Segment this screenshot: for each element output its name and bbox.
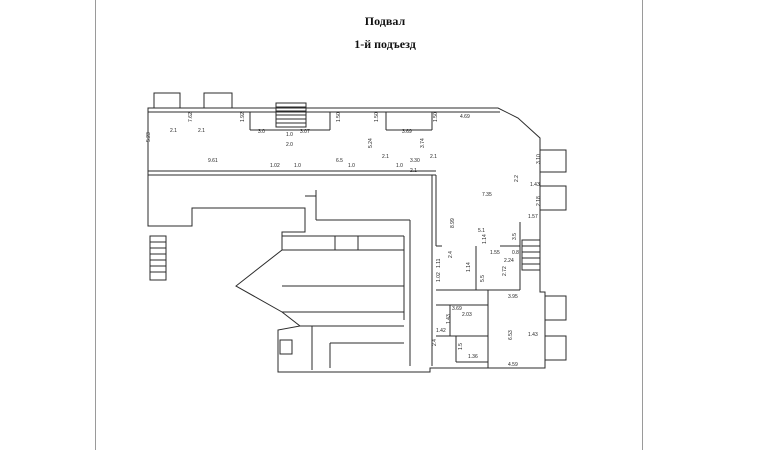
dim-label: 6.53 — [508, 330, 514, 340]
dim-label: 2.1 — [170, 128, 177, 134]
dim-label: 3.5 — [512, 233, 518, 240]
dim-label: 1.43 — [446, 314, 452, 324]
dim-label: 2.03 — [462, 312, 472, 318]
dim-label: 1.42 — [436, 328, 446, 334]
dim-label: 7.35 — [482, 192, 492, 198]
dim-label: 1.92 — [240, 112, 246, 122]
window-bay-2 — [203, 92, 233, 108]
dim-label: 5.5 — [480, 275, 486, 282]
plan-walls — [147, 92, 567, 373]
dim-label: 3.69 — [452, 306, 462, 312]
page-title: Подвал — [364, 14, 406, 28]
dim-label: 0.8 — [512, 250, 519, 256]
dim-label: 2.1 — [430, 154, 437, 160]
dim-label: 2.2 — [514, 175, 520, 182]
window-bay-4 — [540, 185, 567, 211]
dimension-labels: 5.23 7.62 2.1 1.92 3.0 1.0 2.0 3.07 1.50… — [146, 112, 542, 368]
dim-label: 1.14 — [482, 234, 488, 244]
dim-label: 4.69 — [460, 114, 470, 120]
dim-label: 1.5 — [458, 343, 464, 350]
dim-label: 2.72 — [502, 266, 508, 276]
dim-label: 8.99 — [450, 218, 456, 228]
dim-label: 1.43 — [530, 182, 540, 188]
dim-label: 6.5 — [336, 158, 343, 164]
dim-label: 3.74 — [420, 138, 426, 148]
dim-label: 2.4 — [432, 339, 438, 346]
dim-label: 3.30 — [410, 158, 420, 164]
dim-label: 2.24 — [504, 258, 514, 264]
dim-label: 2.4 — [448, 251, 454, 258]
stair-right — [521, 239, 541, 271]
dim-label: 1.50 — [336, 112, 342, 122]
dim-label: 1.55 — [490, 250, 500, 256]
page-subtitle: 1-й подъезд — [354, 37, 416, 51]
dim-label: 3.07 — [300, 129, 310, 135]
frame-line-right — [642, 0, 643, 450]
dim-label: 1.50 — [374, 112, 380, 122]
dim-label: 1.0 — [396, 163, 403, 169]
dim-label: 2.1 — [198, 128, 205, 134]
dim-label: 1.36 — [468, 354, 478, 360]
dim-label: 5.24 — [368, 138, 374, 148]
frame-line-left — [95, 0, 96, 450]
dim-label: 1.02 — [270, 163, 280, 169]
dim-label: 1.50 — [433, 112, 439, 122]
outer-wall — [147, 107, 546, 373]
dim-label: 7.62 — [188, 112, 194, 122]
dim-label: 2.18 — [536, 196, 542, 206]
dim-label: 1.57 — [528, 214, 538, 220]
dim-label: 9.61 — [208, 158, 218, 164]
dim-label: 3.95 — [508, 294, 518, 300]
dim-label: 1.0 — [348, 163, 355, 169]
dim-label: 1.02 — [436, 272, 442, 282]
dim-label: 1.43 — [528, 332, 538, 338]
dim-label: 3.69 — [402, 129, 412, 135]
dim-label: 1.11 — [436, 258, 442, 268]
dim-label: 1.14 — [466, 262, 472, 272]
stair-left — [149, 235, 167, 281]
dim-label: 1.0 — [286, 132, 293, 138]
dim-label: 5.23 — [146, 132, 152, 142]
dim-label: 2.1 — [382, 154, 389, 160]
dim-label: 2.0 — [286, 142, 293, 148]
dim-label: 3.0 — [258, 129, 265, 135]
dim-label: 2.1 — [410, 168, 417, 174]
window-bay-6 — [545, 335, 567, 361]
dim-label: 4.59 — [508, 362, 518, 368]
dim-label: 3.10 — [536, 154, 542, 164]
window-bay-5 — [545, 295, 567, 321]
window-bay-3 — [540, 149, 567, 173]
dim-label: 5.1 — [478, 228, 485, 234]
dim-label: 1.0 — [294, 163, 301, 169]
window-bay-1 — [153, 92, 181, 108]
